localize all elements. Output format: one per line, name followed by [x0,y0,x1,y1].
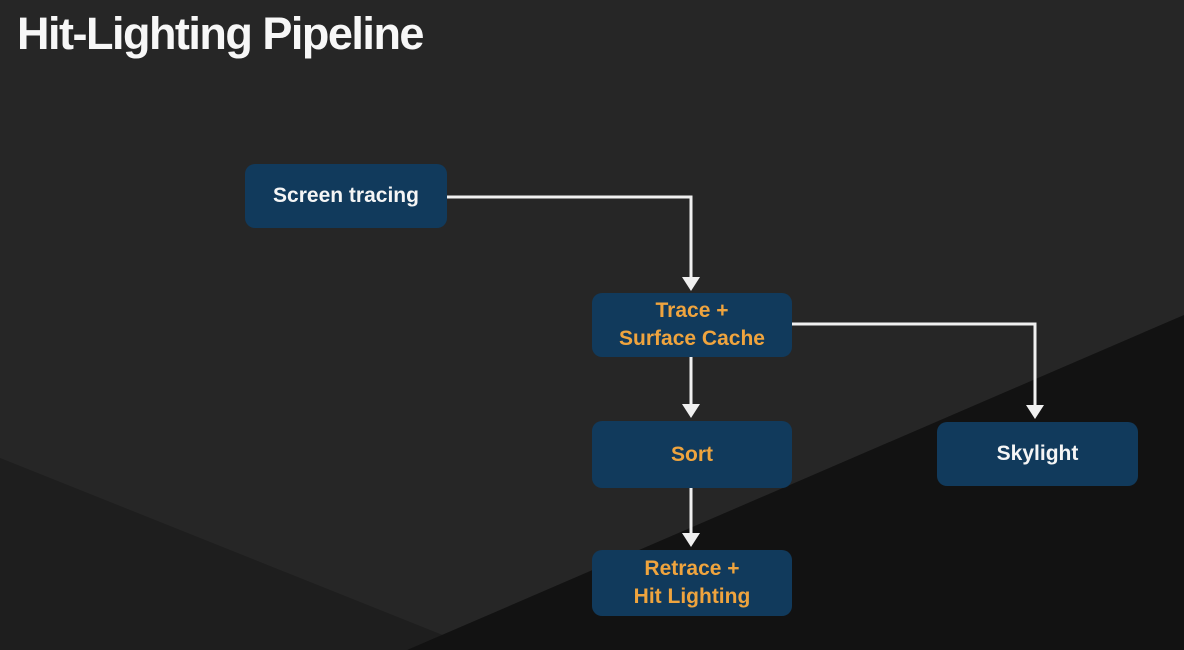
node-label-line1: Retrace + [644,557,740,580]
node-sort: Sort [592,421,792,488]
node-retrace-hit-lighting: Retrace + Hit Lighting [592,550,792,616]
node-screen-tracing: Screen tracing [245,164,447,228]
node-trace-surface-cache: Trace + Surface Cache [592,293,792,357]
node-label-line1: Trace + [655,299,729,322]
arrowhead-trace [682,277,700,291]
node-label: Screen tracing [273,184,419,207]
node-label-line2: Surface Cache [619,327,765,350]
node-label: Sort [671,442,713,466]
background-wedge-left [0,458,480,650]
edge-screen-tracing-to-trace [447,195,693,277]
node-label-line2: Hit Lighting [633,585,751,608]
node-label: Skylight [996,442,1079,465]
arrowhead-retrace [682,533,700,547]
node-skylight: Skylight [937,422,1138,486]
page-title: Hit-Lighting Pipeline [17,8,424,59]
edge-trace-to-skylight [792,322,1037,405]
arrowhead-sort [682,404,700,418]
arrowhead-skylight [1026,405,1044,419]
